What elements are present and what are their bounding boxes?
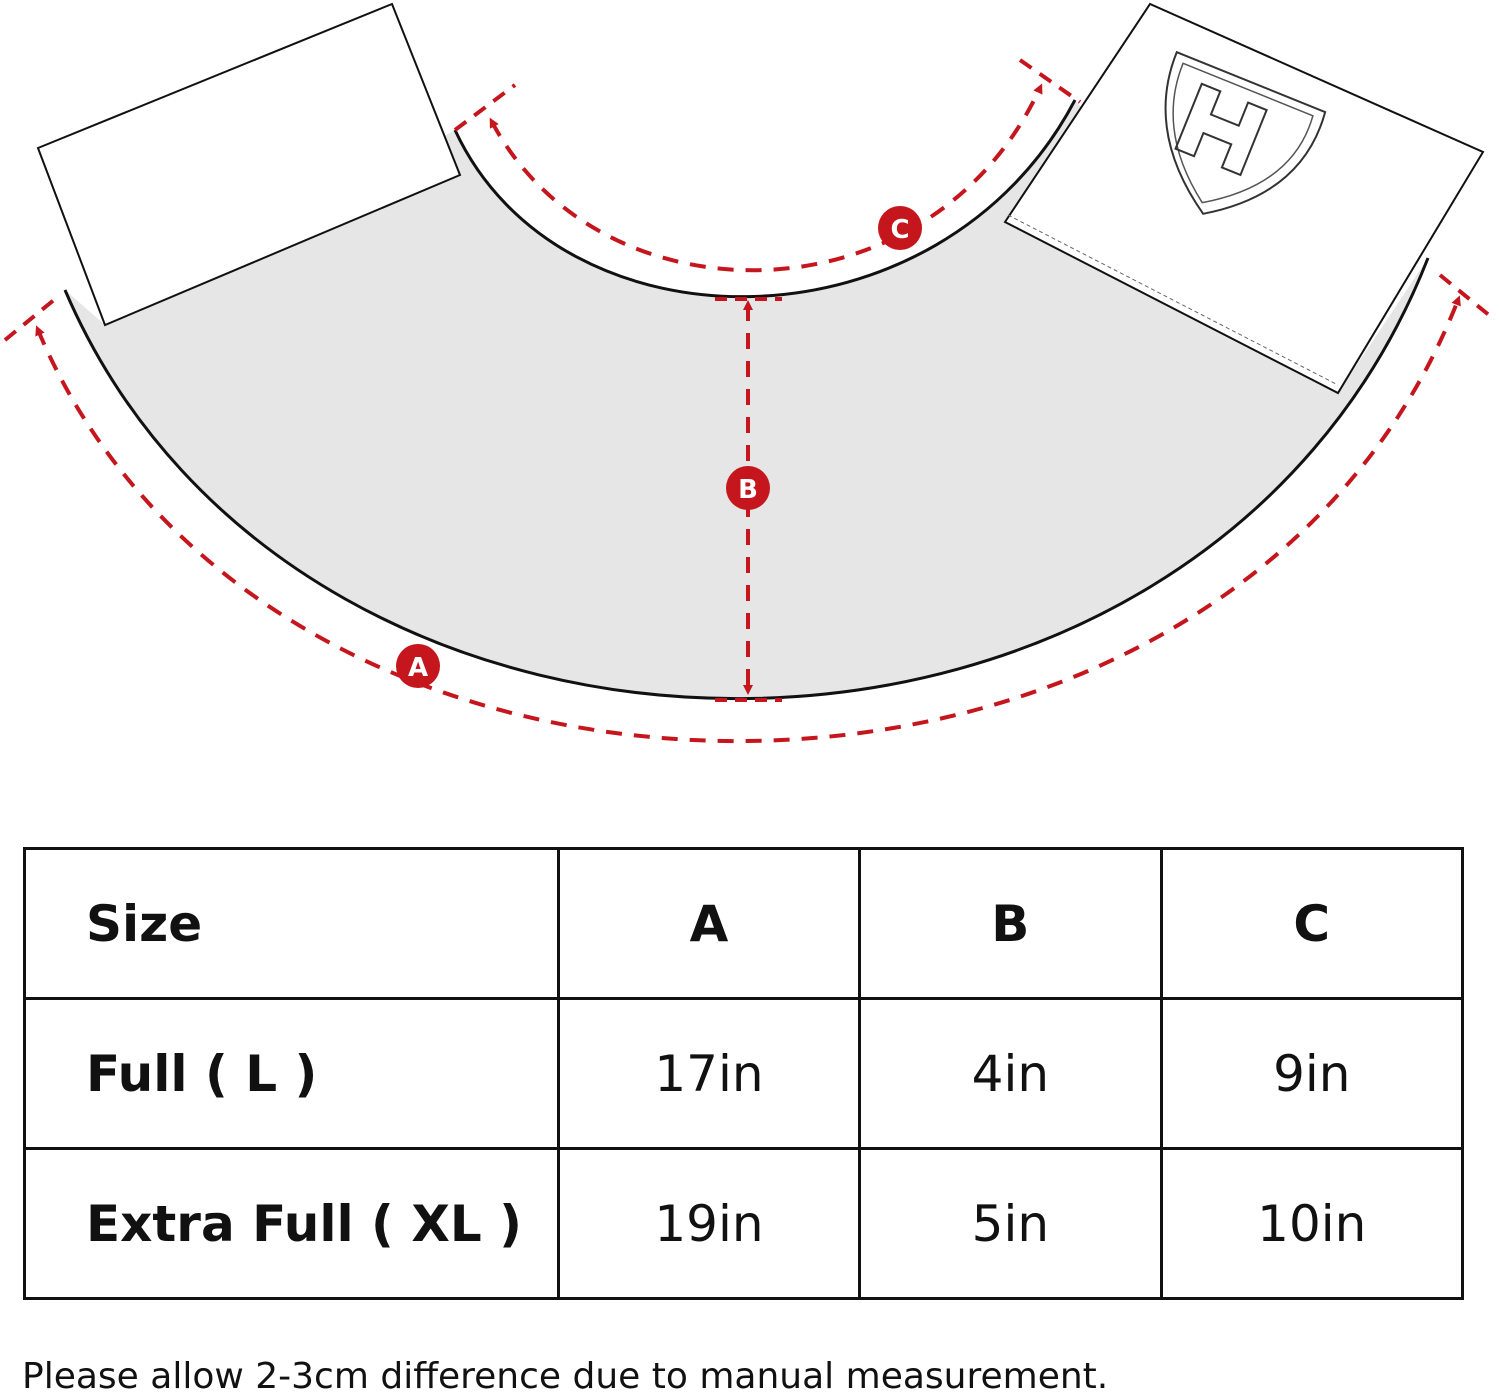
b-cell: 4in xyxy=(858,997,1163,1150)
left-velcro-tab xyxy=(36,2,462,327)
size-cell: Full ( L ) xyxy=(23,997,560,1150)
a-cell: 19in xyxy=(556,1147,862,1300)
c-cell: 10in xyxy=(1159,1147,1465,1300)
collar-outer-edge xyxy=(63,257,1430,701)
b-cell: 5in xyxy=(858,1147,1163,1300)
header-b: B xyxy=(858,847,1163,1000)
size-cell: Extra Full ( XL ) xyxy=(23,1147,560,1300)
table-header-row: Size A B C xyxy=(23,847,1465,1000)
svg-text:A: A xyxy=(408,653,428,683)
c-cell: 9in xyxy=(1159,997,1465,1150)
measure-c-line xyxy=(489,83,1043,273)
collar-diagram: A B C xyxy=(3,2,1497,744)
label-c-badge: C xyxy=(878,206,922,250)
a-cell: 17in xyxy=(556,997,862,1150)
table-row: Full ( L ) 17in 4in 9in xyxy=(23,997,1465,1150)
label-a-badge: A xyxy=(396,644,440,688)
size-table: Size A B C Full ( L ) 17in 4in 9in Extra… xyxy=(23,847,1465,1300)
measure-a-line xyxy=(35,295,1461,744)
header-a: A xyxy=(556,847,862,1000)
svg-text:C: C xyxy=(890,215,909,245)
header-c: C xyxy=(1159,847,1465,1000)
shield-logo-icon xyxy=(1164,50,1327,215)
table-row: Extra Full ( XL ) 19in 5in 10in xyxy=(23,1147,1465,1300)
measurement-note: Please allow 2-3cm difference due to man… xyxy=(22,1356,1109,1397)
svg-text:B: B xyxy=(738,475,758,505)
label-b-badge: B xyxy=(726,466,770,510)
header-size: Size xyxy=(23,847,560,1000)
